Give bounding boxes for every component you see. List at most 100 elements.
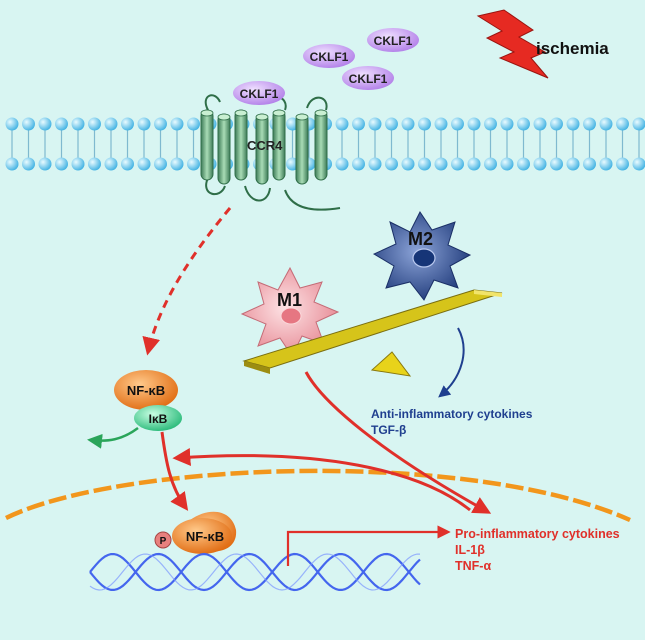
lipid-head (616, 157, 629, 171)
lipid-head (170, 117, 184, 131)
lipid-head (550, 157, 563, 171)
lipid-head (599, 117, 613, 131)
cklf1-ligand-b: CKLF1 (367, 28, 419, 52)
lipid-head (616, 117, 629, 131)
nuclear-nfkb: NF-κB P (154, 511, 237, 554)
pro-inflammatory-item-1: IL-1β (455, 543, 485, 557)
lipid-head (5, 157, 19, 171)
lipid-head (187, 117, 200, 131)
m2-output-arrow (438, 327, 465, 398)
nfkb-translocation-arrow (160, 431, 189, 511)
lipid-head (566, 157, 580, 171)
lipid-head (418, 117, 431, 131)
lipid-head (583, 157, 596, 171)
nfkb-protein (114, 370, 178, 410)
lipid-head (22, 157, 35, 171)
lipid-head (71, 157, 85, 171)
nfkb-ikb-complex: NF-κB IκB (114, 370, 182, 431)
lipid-head (71, 117, 85, 131)
lightning-icon (476, 9, 549, 79)
balance-seesaw (242, 289, 503, 377)
lipid-head (451, 117, 464, 131)
receptor-signal-arrow (142, 207, 232, 356)
cklf1-bound-ligand: CKLF1 (233, 81, 285, 105)
lipid-head (352, 157, 365, 171)
svg-text:CKLF1: CKLF1 (310, 50, 349, 64)
lipid-head (451, 157, 464, 171)
lipid-head (22, 117, 35, 131)
lipid-head (434, 157, 448, 171)
lipid-head (368, 117, 382, 131)
lipid-head (104, 157, 118, 171)
transmembrane-helix (255, 113, 269, 185)
cytokine-feedback-arrow (172, 448, 471, 512)
lipid-head (467, 157, 481, 171)
transcription-arrow (286, 525, 451, 566)
lipid-head (335, 157, 349, 171)
lipid-head (88, 157, 101, 171)
lipid-head (335, 117, 349, 131)
transmembrane-helix (234, 109, 248, 181)
lipid-head (170, 157, 184, 171)
lipid-head (154, 157, 167, 171)
lipid-head (484, 117, 497, 131)
lipid-head (121, 157, 134, 171)
m1-output-arrow (304, 371, 492, 514)
lipid-head (5, 117, 19, 131)
lipid-head (566, 117, 580, 131)
lipid-head (533, 157, 547, 171)
lipid-head (418, 157, 431, 171)
svg-text:CKLF1: CKLF1 (240, 87, 279, 101)
nuclear-envelope (5, 468, 631, 523)
lipid-head (385, 157, 398, 171)
ikb-label: IκB (149, 412, 168, 426)
ikb-release-arrow (87, 426, 139, 449)
ccr4-label: CCR4 (247, 138, 283, 153)
nfkb-label: NF-κB (127, 383, 165, 398)
svg-text:CKLF1: CKLF1 (349, 72, 388, 86)
lipid-head (517, 157, 530, 171)
phosphate-icon (154, 531, 172, 549)
ccr4-receptor: CCR4 (200, 94, 341, 211)
transmembrane-helix (295, 113, 309, 185)
lipid-head (38, 117, 52, 131)
lipid-head (55, 117, 68, 131)
lipid-head (38, 157, 52, 171)
pro-inflammatory-title: Pro-inflammatory cytokines (455, 527, 620, 541)
lipid-head (352, 117, 365, 131)
transmembrane-helix (200, 109, 214, 181)
lipid-head (368, 157, 382, 171)
ischemia-label: ischemia (536, 39, 609, 58)
lipid-head (467, 117, 481, 131)
lipid-head (599, 157, 613, 171)
lipid-head (401, 157, 415, 171)
lipid-head (550, 117, 563, 131)
seesaw-fulcrum (370, 351, 412, 377)
cklf1-ligand-a: CKLF1 (303, 44, 355, 68)
lipid-head (401, 117, 415, 131)
lipid-head (517, 117, 530, 131)
transmembrane-helix (314, 109, 328, 181)
lipid-head (500, 117, 514, 131)
ikb-protein (134, 405, 182, 431)
lipid-head (88, 117, 101, 131)
svg-text:CKLF1: CKLF1 (374, 34, 413, 48)
lipid-head (187, 157, 200, 171)
transmembrane-helix (217, 113, 231, 185)
lipid-head (434, 117, 448, 131)
lipid-head (137, 117, 151, 131)
m2-label: M2 (408, 229, 433, 249)
lipid-head (104, 117, 118, 131)
lipid-head (632, 117, 645, 131)
lipid-head (137, 157, 151, 171)
transmembrane-helix (272, 109, 286, 181)
lipid-head (583, 117, 596, 131)
lipid-head (385, 117, 398, 131)
lipid-head (533, 117, 547, 131)
cklf1-ligand-c: CKLF1 (342, 66, 394, 90)
pro-inflammatory-item-2: TNF-α (455, 559, 491, 573)
lipid-head (500, 157, 514, 171)
